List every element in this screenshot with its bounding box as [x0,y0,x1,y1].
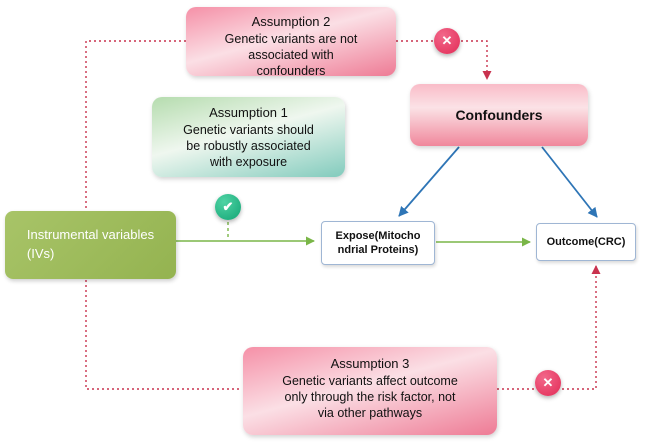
assumption1-title: Assumption 1 [209,105,288,120]
confounders-label: Confounders [455,107,543,123]
arrow-confounders-to-exposure [398,146,460,217]
check-icon-assumption1: ✔ [215,194,241,220]
dotted-assumption2-to-confounders [396,40,492,80]
assumption1-body: Genetic variants should be robustly asso… [183,122,314,169]
outcome-box: Outcome(CRC) [536,223,636,261]
dotted-iv-to-assumption3 [85,280,241,390]
cross-icon-assumption3: ✕ [535,370,561,396]
assumption1-box: Assumption 1 Genetic variants should be … [152,97,345,177]
dotted-assumption2-to-iv [85,40,186,209]
assumption3-body: Genetic variants affect outcome only thr… [282,373,458,420]
instrumental-variables-box: Instrumental variables (IVs) [5,211,176,279]
confounders-box: Confounders [410,84,588,146]
cross-icon-assumption2: ✕ [434,28,460,54]
check-glyph: ✔ [222,199,234,214]
assumption3-title: Assumption 3 [330,356,410,371]
dotted-assumption3-to-outcome [497,265,601,390]
cross-glyph: ✕ [441,33,453,48]
exposure-box: Expose(Mitocho ndrial Proteins) [321,221,435,265]
assumption3-box: Assumption 3 Genetic variants affect out… [243,347,497,435]
cross-glyph: ✕ [542,375,554,390]
outcome-label: Outcome(CRC) [546,235,626,248]
arrow-confounders-to-outcome [541,146,598,218]
exposure-label: Expose(Mitocho ndrial Proteins) [335,229,421,256]
assumption2-body: Genetic variants are not associated with… [224,31,358,78]
assumption2-box: Assumption 2 Genetic variants are not as… [186,7,396,78]
assumption2-title: Assumption 2 [251,14,331,29]
instrumental-variables-label: Instrumental variables (IVs) [26,227,155,261]
